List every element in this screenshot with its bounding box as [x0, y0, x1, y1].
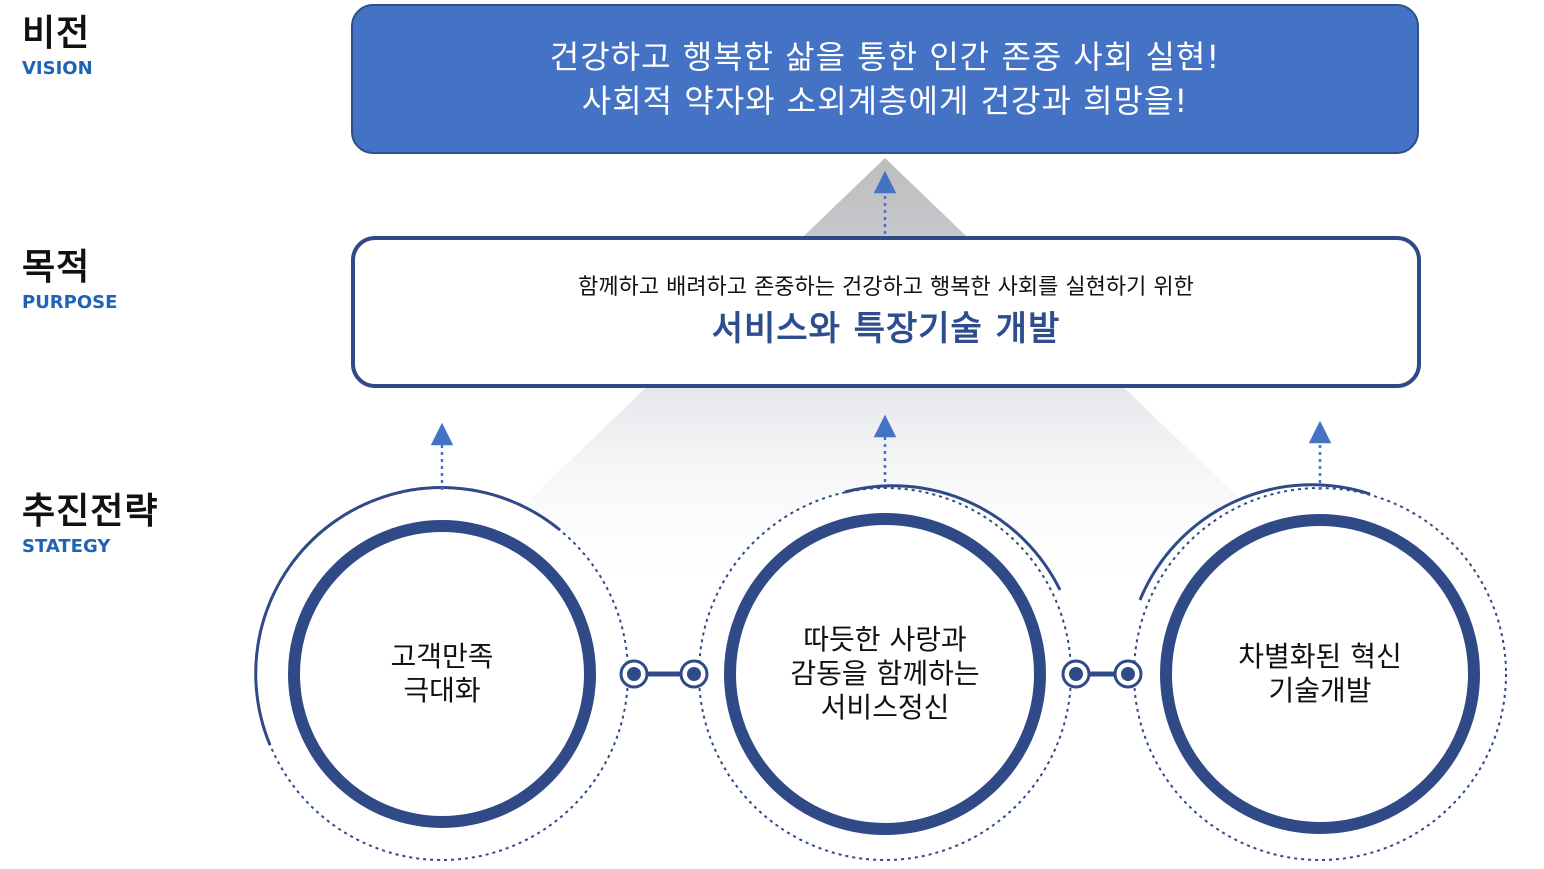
connector-node	[679, 659, 709, 689]
strategy-3-line-1: 차별화된 혁신	[1238, 640, 1402, 673]
strategy-label: 추진전략 STATEGY	[22, 492, 158, 558]
strategy-2-inner-ring	[724, 513, 1046, 835]
vision-line-1: 건강하고 행복한 삶을 통한 인간 존중 사회 실현!	[549, 38, 1221, 76]
strategy-1-inner-ring	[288, 520, 596, 828]
strategy-3-inner-ring	[1160, 514, 1480, 834]
strategy-3-outer-ring-accent	[1138, 483, 1371, 601]
strategy-1-outer-ring-accent	[254, 486, 561, 746]
purpose-box: 함께하고 배려하고 존중하는 건강하고 행복한 사회를 실현하기 위한 서비스와…	[351, 236, 1421, 388]
purpose-label-en: PURPOSE	[22, 292, 118, 313]
strategy-label-ko: 추진전략	[22, 491, 159, 532]
strategy-2-line-3: 서비스정신	[820, 691, 950, 724]
vision-line-2: 사회적 약자와 소외계층에게 건강과 희망을!	[581, 82, 1189, 120]
vision-label-en: VISION	[22, 58, 93, 79]
vision-box: 건강하고 행복한 삶을 통한 인간 존중 사회 실현! 사회적 약자와 소외계층…	[351, 4, 1419, 154]
vision-label-ko: 비전	[22, 13, 91, 54]
strategy-2-line-1: 따듯한 사랑과	[803, 623, 967, 656]
strategy-1-text: 고객만족 극대화	[292, 640, 592, 708]
strategy-2-outer-ring-accent	[844, 484, 1062, 591]
purpose-label: 목적 PURPOSE	[22, 248, 117, 314]
purpose-subtitle: 함께하고 배려하고 존중하는 건강하고 행복한 사회를 실현하기 위한	[578, 275, 1194, 300]
strategy-2-line-2: 감동을 함께하는	[790, 657, 980, 690]
purpose-main-text: 서비스와 특장기술 개발	[711, 309, 1061, 349]
strategy-3-line-2: 기술개발	[1268, 674, 1372, 707]
connector-node	[1113, 659, 1143, 689]
vision-label: 비전 VISION	[22, 14, 93, 80]
strategy-3-text: 차별화된 혁신 기술개발	[1170, 640, 1470, 708]
connector-node	[619, 659, 649, 689]
strategy-label-en: STATEGY	[22, 536, 111, 557]
connector-node	[1061, 659, 1091, 689]
strategy-1-line-2: 극대화	[403, 674, 481, 707]
purpose-label-ko: 목적	[22, 247, 91, 288]
strategy-2-text: 따듯한 사랑과 감동을 함께하는 서비스정신	[735, 623, 1035, 725]
strategy-1-line-1: 고객만족	[390, 640, 494, 673]
